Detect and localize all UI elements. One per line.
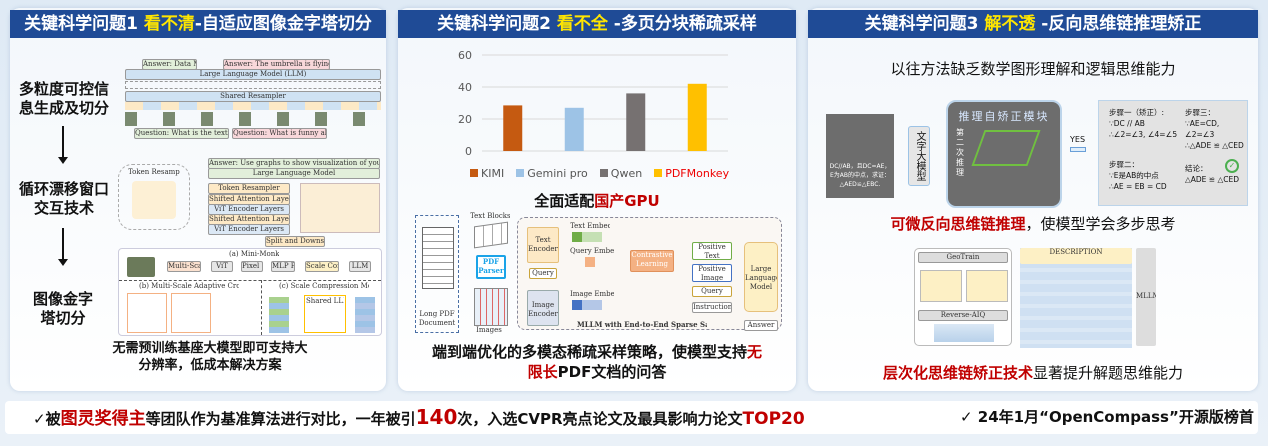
panel-2-caption: 端到端优化的多模态稀疏采样策略，使模型支持无限长PDF文档的问答 xyxy=(431,343,763,381)
panel-1-title: 关键科学问题1 看不清-自适应图像金字塔切分 xyxy=(10,10,386,38)
bar-qwen xyxy=(626,93,646,151)
frog-image xyxy=(127,257,155,277)
legend-swatch xyxy=(470,169,478,177)
opencompass-rank: ✓ 24年1月“OpenCompass”开源版榜首 xyxy=(960,408,1254,426)
achievements-banner: ✓被图灵奖得主等团队作为基准算法进行对比，一年被引140次，入选CVPR亮点论文… xyxy=(5,401,1258,434)
legend-item: KIMI xyxy=(470,167,504,180)
panel-3-caption-2: 层次化思维链矫正技术显著提升解题思维能力 xyxy=(882,364,1184,382)
y-tick-label: 40 xyxy=(458,81,472,94)
legend-swatch xyxy=(599,169,608,177)
y-tick-label: 0 xyxy=(465,145,472,158)
figure-multigranularity: Answer: Data Manager Answer: The umbrell… xyxy=(110,58,381,139)
bar-pdfmonkey xyxy=(687,83,707,151)
panel-2-title: 关键科学问题2 看不全 -多页分块稀疏采样 xyxy=(398,10,796,38)
legend-item: Qwen xyxy=(599,167,643,180)
gpu-caption: 全面适配国产GPU xyxy=(534,192,660,210)
legend-item: PDFMonkey xyxy=(654,167,729,180)
figure-mini-monkey: (a) Mini-Monkey Multi-Scale Adaptive Cro… xyxy=(118,248,382,336)
panel-1-caption: 无需预训练基座大模型即可支持大分辨率，低成本解决方案 xyxy=(112,341,308,373)
geometry-problem: DC//AB，且DC=AE，E为AB的中点，求证：△AED≌△EBC. xyxy=(826,114,894,198)
legend-label: Qwen xyxy=(610,167,643,180)
legend-label: KIMI xyxy=(481,167,505,180)
bar-chart: 0 20 40 60 xyxy=(458,49,728,158)
legend-item: Gemini pro xyxy=(516,167,588,180)
sparse-sampling-diagram: Long PDF Document Text Blocks PDF Parser… xyxy=(412,212,784,337)
check-circle-icon: ✓ xyxy=(1225,159,1239,173)
text-llm-box: 文字大模型 xyxy=(908,126,930,186)
self-correction-module: 推理自矫正模块 第二次推理 xyxy=(946,100,1062,208)
bar-gemini-pro xyxy=(564,107,584,151)
panel-3-caption-1: 可微反向思维链推理，使模型学会多步思考 xyxy=(890,215,1176,233)
down-arrow-icon xyxy=(58,126,68,164)
cot-figure: GeoTrain Reverse-AIQ DESCRIPTION MLLM xyxy=(914,248,1159,356)
correct-steps-box: 步骤一（矫正）:∵DC // AB∴∠2=∠3, ∠4=∠5 步骤二：∵E是AB… xyxy=(1098,100,1248,206)
step-label-2: 循环漂移窗口交互技术 xyxy=(18,180,109,217)
panel-problem-1: 关键科学问题1 看不清-自适应图像金字塔切分 多粒度可控信息生成及切分 循环漂移… xyxy=(10,8,386,391)
legend-label: PDFMonkey xyxy=(665,167,730,180)
right-arrow-icon xyxy=(1070,147,1086,152)
legend-label: Gemini pro xyxy=(527,167,588,180)
figure-shifted-window: Token Resampler Answer: Use graphs to sh… xyxy=(110,156,382,247)
step-label-1: 多粒度可控信息生成及切分 xyxy=(18,80,109,117)
yes-label: YES xyxy=(1070,135,1086,144)
bar-kimi xyxy=(503,105,523,151)
panel-3-subtitle: 以往方法缺乏数学图形理解和逻辑思维能力 xyxy=(890,60,1176,78)
legend-swatch xyxy=(654,169,663,177)
y-tick-label: 20 xyxy=(458,113,472,126)
down-arrow-icon xyxy=(58,228,68,266)
y-tick-label: 60 xyxy=(458,49,472,62)
panel-problem-3: 关键科学问题3 解不透 -反向思维链推理矫正 以往方法缺乏数学图形理解和逻辑思维… xyxy=(808,8,1258,391)
chart-legend: KIMI Gemini pro Qwen PDFMonkey xyxy=(470,167,729,180)
step-label-3: 图像金字塔切分 xyxy=(32,290,93,327)
legend-swatch xyxy=(516,169,525,177)
panel-3-title: 关键科学问题3 解不透 -反向思维链推理矫正 xyxy=(808,10,1258,38)
